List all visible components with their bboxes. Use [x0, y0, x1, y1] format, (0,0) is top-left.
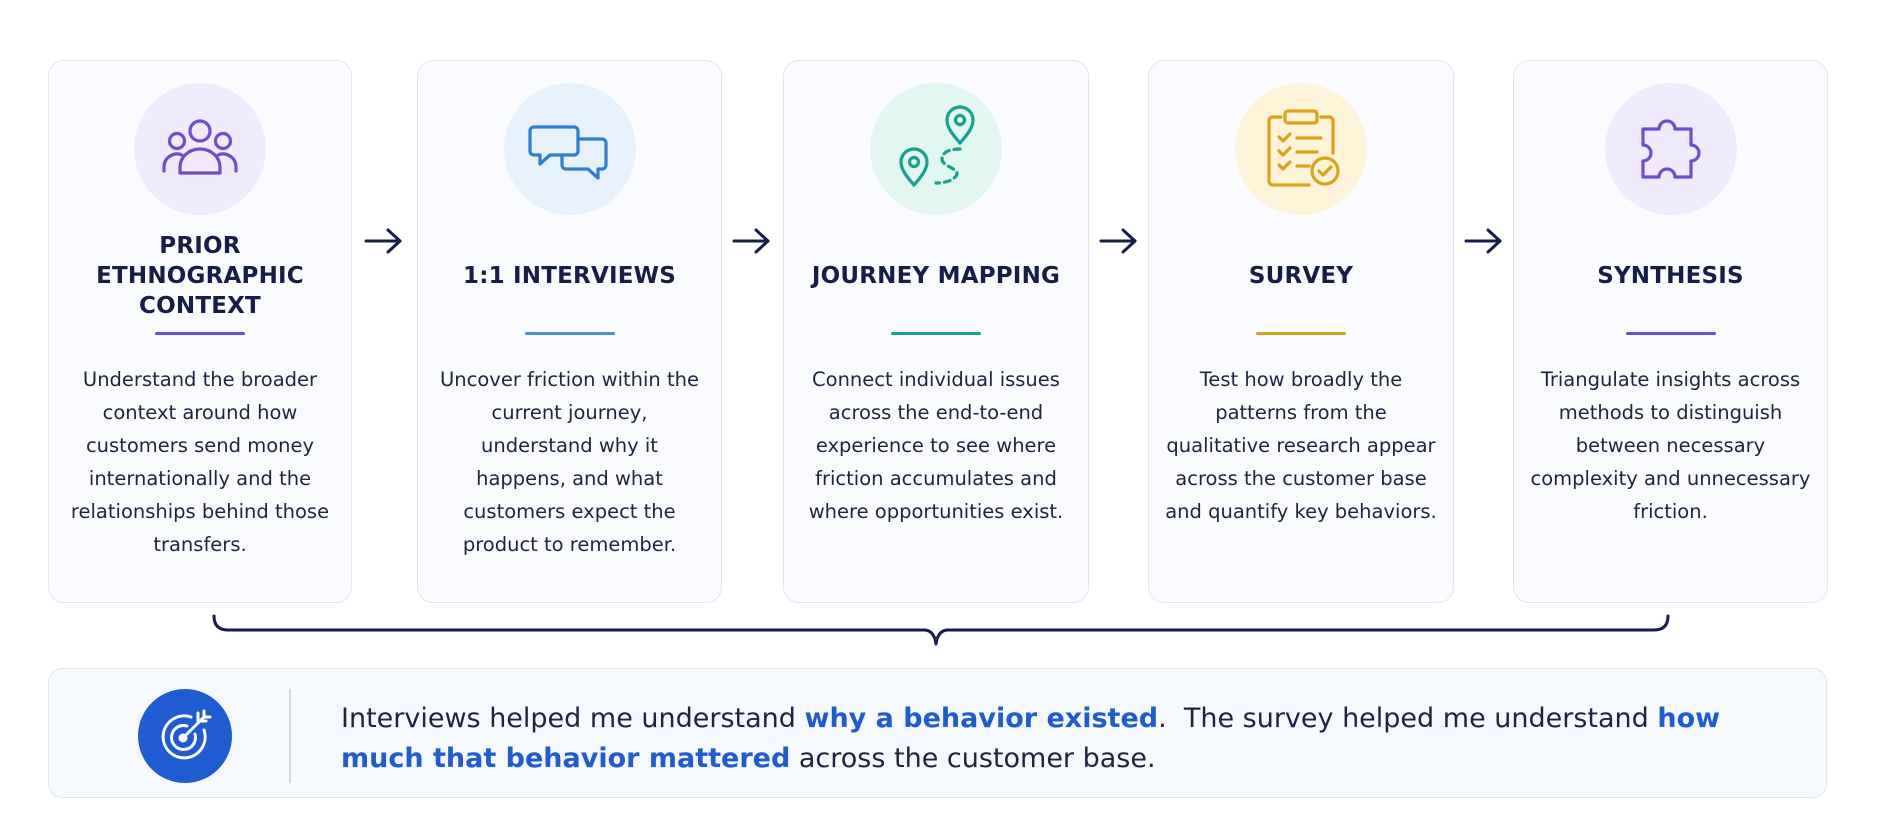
- step-underline: [891, 332, 981, 335]
- summary-text-part: across the customer base.: [790, 743, 1156, 774]
- step-card-interviews: 1:1 INTERVIEWS Uncover friction within t…: [417, 60, 722, 603]
- step-underline: [1256, 332, 1346, 335]
- summary-divider: [289, 689, 291, 783]
- step-card-prior-ethnographic-context: PRIOR ETHNOGRAPHIC CONTEXT Understand th…: [48, 60, 352, 603]
- step-title: SYNTHESIS: [1597, 263, 1744, 289]
- summary-text: Interviews helped me understand why a be…: [341, 699, 1781, 779]
- clipboard-checklist-icon: [1267, 109, 1340, 187]
- summary-text-part: Interviews helped me understand: [341, 703, 805, 734]
- step-description: Uncover friction within the current jour…: [440, 368, 699, 556]
- icon-circle: [503, 83, 636, 215]
- arrow-right-icon: [732, 228, 770, 254]
- arrow-right-icon: [1099, 228, 1137, 254]
- step-description: Understand the broader context around ho…: [70, 368, 330, 556]
- icon-circle: [1235, 83, 1367, 215]
- step-underline: [1625, 332, 1716, 335]
- map-route-pins-icon: [899, 105, 975, 187]
- summary-text-part: . The survey helped me understand: [1158, 703, 1658, 734]
- step-underline: [524, 332, 615, 335]
- step-title: PRIOR ETHNOGRAPHIC CONTEXT: [96, 233, 304, 319]
- chat-bubbles-icon: [527, 125, 608, 180]
- puzzle-piece-icon: [1640, 119, 1701, 179]
- summary-highlight: why a behavior existed: [804, 703, 1159, 734]
- step-title: 1:1 INTERVIEWS: [463, 263, 676, 289]
- step-title: SURVEY: [1248, 263, 1354, 289]
- step-underline: [155, 332, 245, 335]
- step-description: Test how broadly the patterns from the q…: [1165, 368, 1437, 523]
- step-description: Triangulate insights across methods to d…: [1530, 368, 1811, 523]
- step-title: JOURNEY MAPPING: [811, 263, 1061, 289]
- target-arrow-icon: [161, 709, 212, 760]
- icon-circle: [1604, 83, 1737, 215]
- step-card-survey: SURVEY Test how broadly the patterns fro…: [1148, 60, 1454, 603]
- icon-circle: [870, 83, 1002, 215]
- summary-highlight: how much that behavior mattered: [341, 703, 1721, 774]
- step-description: Connect individual issues across the end…: [808, 368, 1064, 523]
- summary-box: Interviews helped me understand why a be…: [48, 668, 1827, 798]
- step-card-journey-mapping: JOURNEY MAPPING Connect individual issue…: [783, 60, 1089, 603]
- target-badge: [138, 689, 232, 783]
- arrow-right-icon: [1464, 228, 1502, 254]
- arrow-right-icon: [364, 228, 402, 254]
- people-group-icon: [162, 119, 238, 175]
- icon-circle: [134, 83, 266, 215]
- step-card-synthesis: SYNTHESIS Triangulate insights across me…: [1513, 60, 1828, 603]
